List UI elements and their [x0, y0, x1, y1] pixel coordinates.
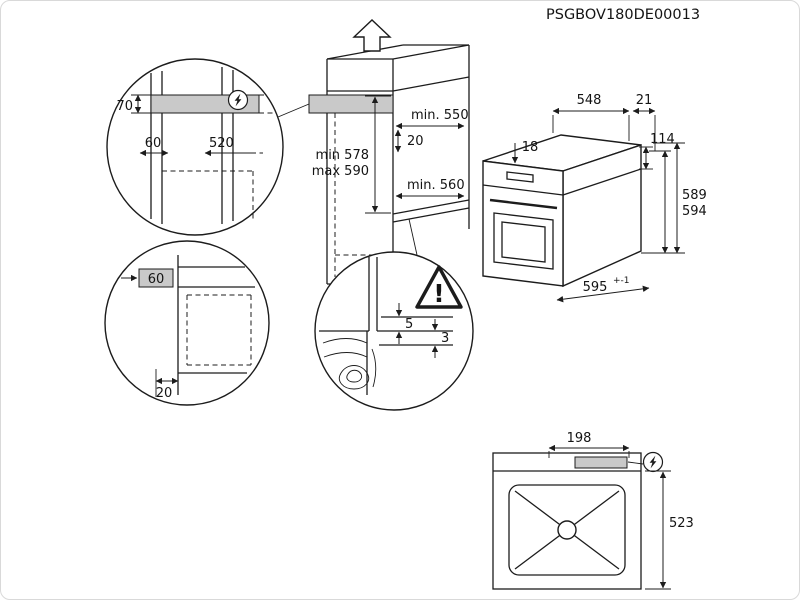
dim-oven-width: 595 +-1	[556, 276, 650, 303]
niche-height-max-label: max 590	[312, 164, 369, 179]
oven-548-label: 548	[577, 93, 602, 108]
oven-door-handle	[489, 198, 558, 210]
oven-589-label: 589	[682, 188, 707, 203]
offset-highlight-box	[138, 268, 174, 288]
callout-line-electrical	[277, 103, 310, 118]
wood-grain	[322, 338, 368, 344]
oven-21-label: 21	[636, 93, 653, 108]
dim-niche-width: min. 560	[395, 178, 465, 200]
detail-bottom-gap: 5 3 !	[314, 251, 474, 411]
detail-electrical-connection: 70 60 520	[106, 58, 284, 236]
topview-523-label: 523	[669, 516, 694, 531]
oven-18-label: 18	[522, 140, 539, 155]
dim-gap-upper: 5	[395, 303, 413, 344]
dim-zone-width: 198	[548, 431, 630, 458]
strip-60-label: 60	[145, 136, 162, 151]
connection-zone-bar	[574, 456, 628, 469]
dim-niche-height: min 578 max 590	[312, 95, 391, 214]
dim-oven-door-depth: 21	[632, 93, 656, 151]
document-code: PSGBOV180DE00013	[546, 7, 700, 23]
gap-3-label: 3	[441, 331, 449, 346]
oven-114-label: 114	[650, 132, 675, 147]
callout-line-gap	[408, 218, 418, 256]
cavity-outline	[508, 484, 626, 576]
dim-niche-rear-gap: 20	[394, 129, 424, 153]
side-60-label: 60	[148, 272, 165, 287]
niche-depth-label: min. 550	[411, 108, 469, 123]
oven-front-view: 548 21 18 114 589 594	[482, 93, 707, 303]
gap-5-label: 5	[405, 317, 413, 332]
oven-display	[506, 171, 534, 183]
dim-gap-lower: 3	[431, 319, 449, 358]
cavity-center-mark	[557, 520, 577, 540]
niche-height-min-label: min 578	[316, 148, 369, 163]
strip-520-label: 520	[209, 136, 234, 151]
dim-strip-length: 520	[204, 136, 263, 157]
oven-top-view: 198 523	[492, 431, 694, 590]
dim-niche-depth: min. 550	[395, 108, 469, 130]
warning-triangle-icon: !	[415, 265, 463, 309]
dim-oven-height-a: 589	[649, 150, 707, 254]
dim-top-depth: 523	[645, 470, 694, 590]
warning-exclamation: !	[433, 279, 444, 308]
dim-oven-body-depth: 548	[552, 93, 630, 141]
oven-door-window	[493, 212, 554, 270]
dim-front-setback: 20	[155, 369, 179, 401]
strip-70-label: 70	[116, 99, 133, 114]
topview-198-label: 198	[567, 431, 592, 446]
dim-strip-offset: 60	[139, 136, 169, 157]
oven-594-label: 594	[682, 204, 707, 219]
dim-oven-height-b: 594	[641, 142, 707, 254]
lightning-bolt-icon	[227, 89, 249, 111]
electrical-zone-strip	[308, 94, 394, 114]
dim-strip-height: 70	[116, 94, 151, 114]
cabinet-niche-drawing: min. 550 20 min 578 max 590 min. 560	[308, 19, 470, 285]
side-20-label: 20	[156, 386, 173, 401]
oven-595-tolerance: +-1	[613, 276, 630, 286]
detail-side-clearance: 60 20	[104, 240, 270, 406]
niche-width-label: min. 560	[407, 178, 465, 193]
niche-rear-gap-label: 20	[407, 134, 424, 149]
oven-front-face	[482, 160, 564, 287]
up-arrow-icon	[352, 19, 392, 52]
lightning-bolt-icon	[642, 451, 664, 473]
dim-oven-top-trim: 18	[511, 140, 539, 164]
oven-595-label: 595	[583, 280, 608, 295]
dim-oven-panel-height: 114	[639, 132, 675, 170]
